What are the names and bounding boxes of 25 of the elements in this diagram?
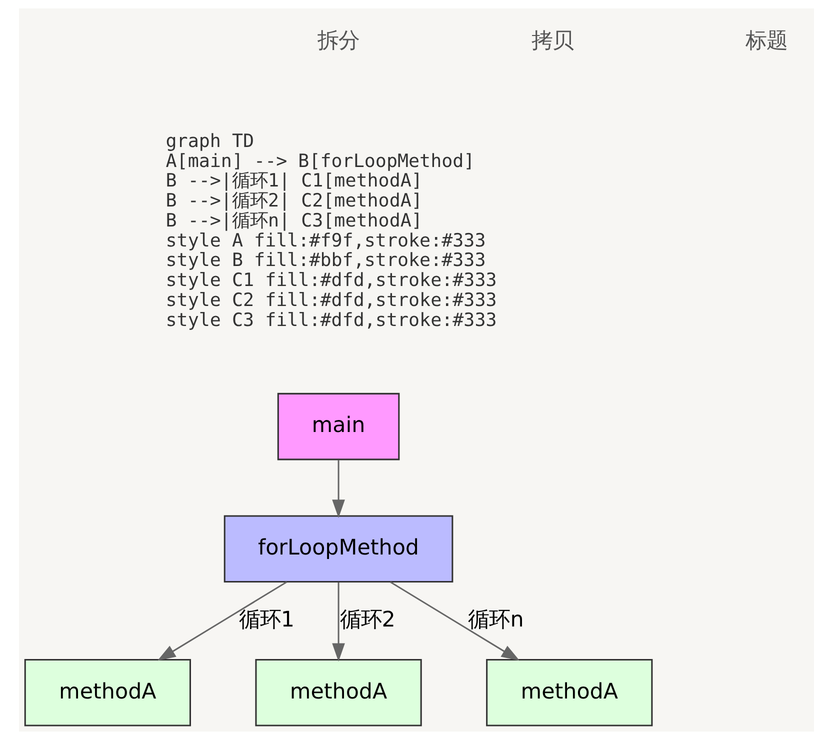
label: 标题 <box>745 28 788 54</box>
label: A[main] --> B[forLoopMethod] <box>165 150 474 172</box>
label: B -->|循环2| C2[methodA] <box>165 190 422 212</box>
label: style A fill:#f9f,stroke:#333 <box>165 230 486 252</box>
node-box: methodA <box>254 658 422 726</box>
node-box: main <box>276 392 400 460</box>
arrow <box>332 582 344 662</box>
label: style C3 fill:#dfd,stroke:#333 <box>165 310 496 331</box>
label: style C2 fill:#dfd,stroke:#333 <box>165 290 496 311</box>
label: B -->|循环n| C3[methodA] <box>165 210 422 232</box>
arrow <box>332 460 344 518</box>
arrow <box>156 581 287 661</box>
edge-label: 循环2 <box>339 607 395 632</box>
edge-label: 循环1 <box>238 607 294 632</box>
node-box: methodA <box>24 658 190 726</box>
label: graph TD <box>165 130 254 152</box>
label: 拷贝 <box>531 28 574 54</box>
label: B -->|循环1| C1[methodA] <box>165 170 422 192</box>
node-box: forLoopMethod <box>223 515 453 582</box>
edge-label: 循环n <box>468 607 524 632</box>
label: style B fill:#bbf,stroke:#333 <box>165 250 486 272</box>
label: style C1 fill:#dfd,stroke:#333 <box>165 270 496 292</box>
label: 拆分 <box>317 28 360 54</box>
node-box: methodA <box>486 658 652 726</box>
arrow <box>389 581 520 661</box>
